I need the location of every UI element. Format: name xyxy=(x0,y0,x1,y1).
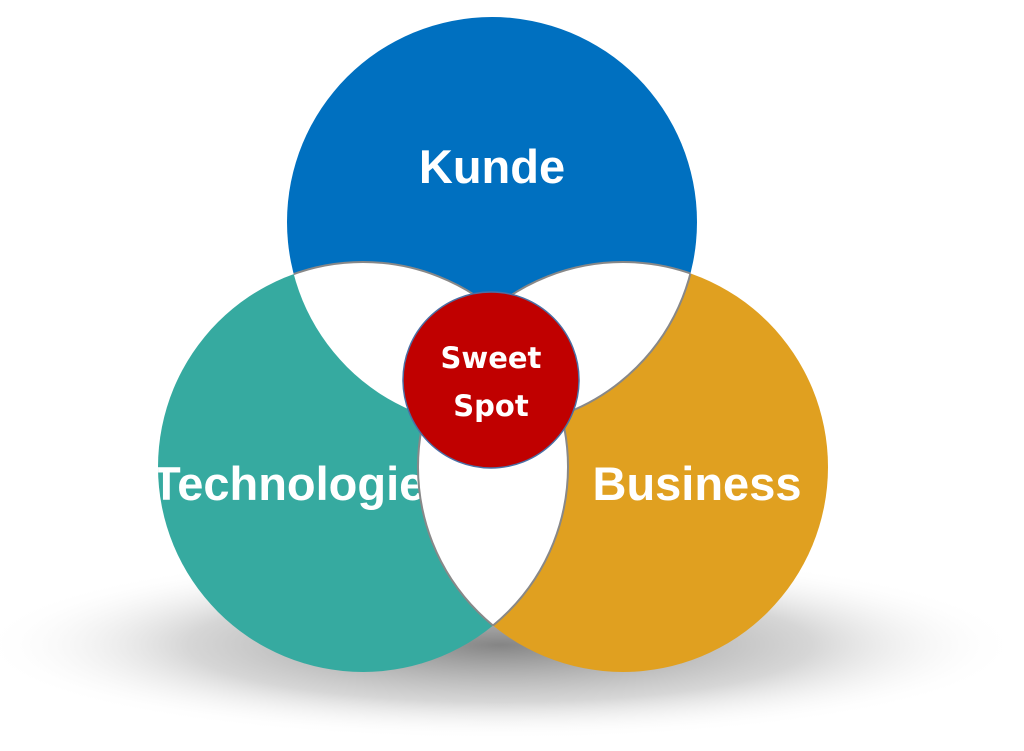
label-business: Business xyxy=(593,457,802,510)
sweet-spot-line1: Sweet xyxy=(441,341,542,375)
sweet-spot-circle xyxy=(402,291,580,469)
sweet-spot-line2: Spot xyxy=(453,389,529,423)
label-kunde: Kunde xyxy=(419,140,565,193)
label-technologie: Technologie xyxy=(152,457,425,510)
